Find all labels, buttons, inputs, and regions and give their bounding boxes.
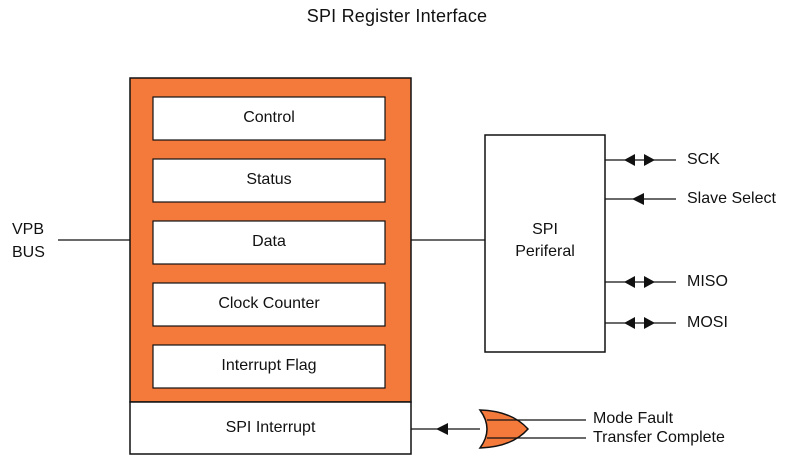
spi-interrupt-box [129,401,412,455]
sck-arrow-left-icon [624,154,635,166]
diagram-title: SPI Register Interface [306,6,488,26]
register-label-clock-counter: Clock Counter [218,295,320,312]
register-box-control [152,96,386,141]
signal-label-sck: SCK [687,151,720,168]
register-box-interrupt-flag [152,344,386,389]
vpb-label: VPB [12,221,45,238]
register-label-status: Status [246,171,292,188]
or-gate-icon [478,409,530,449]
or-input-label-mode-fault: Mode Fault [593,410,674,427]
signal-label-miso: MISO [687,273,728,290]
miso-arrow-left-icon [624,276,635,288]
spi-peripheral-box [484,134,606,353]
miso-arrow-right-icon [644,276,655,288]
register-label-control: Control [243,109,295,126]
spi-interrupt-label: SPI Interrupt [225,419,316,436]
register-box-clock-counter [152,282,386,327]
signal-label-slave-select: Slave Select [687,190,776,207]
register-label-data: Data [252,233,286,250]
mosi-arrow-left-icon [624,317,635,329]
bus-label: BUS [12,244,45,261]
peripheral-label-line2: Periferal [515,243,575,260]
mosi-arrow-right-icon [644,317,655,329]
register-box-status [152,158,386,203]
register-label-interrupt-flag: Interrupt Flag [221,357,317,374]
peripheral-label-line1: SPI [532,221,558,238]
register-box-data [152,220,386,265]
sck-arrow-right-icon [644,154,655,166]
or-input-label-transfer-complete: Transfer Complete [593,429,725,446]
signal-label-mosi: MOSI [687,314,728,331]
or-output-arrow-icon [436,423,448,435]
slave-select-arrow-icon [632,193,644,205]
